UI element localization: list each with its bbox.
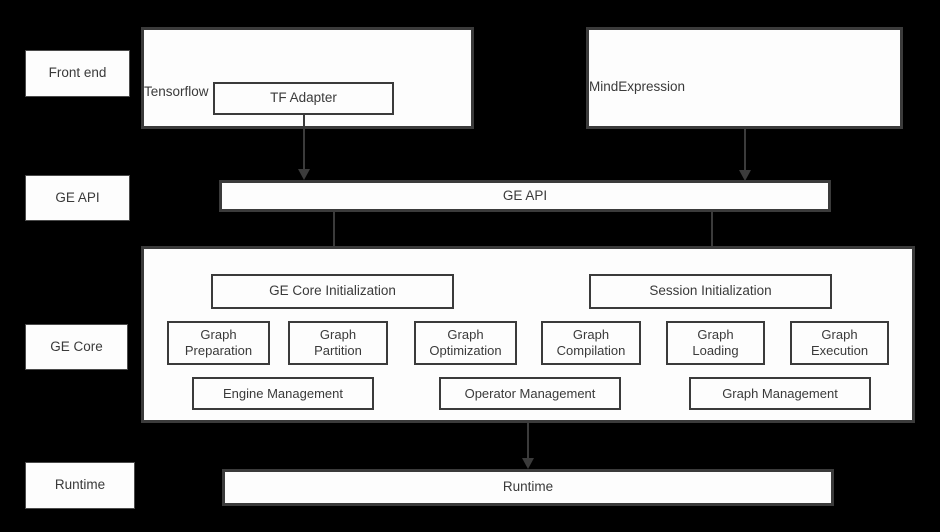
stage-graph-optimization: Graph Optimization: [414, 321, 517, 365]
management-operator-label: Operator Management: [464, 385, 596, 401]
management-graph: Graph Management: [689, 377, 871, 410]
stage-graph-preparation-label: Graph Preparation: [184, 327, 253, 358]
lane-label-front-end-text: Front end: [48, 65, 107, 81]
stage-graph-optimization-label: Graph Optimization: [429, 327, 502, 358]
runtime-label: Runtime: [502, 479, 554, 495]
stage-graph-compilation: Graph Compilation: [541, 321, 641, 365]
stage-graph-compilation-label: Graph Compilation: [556, 327, 626, 358]
stage-graph-partition: Graph Partition: [288, 321, 388, 365]
mindexpression-title: MindExpression: [589, 78, 686, 94]
lane-label-ge-core: GE Core: [25, 324, 128, 370]
ge-core-initialization-box: GE Core Initialization: [211, 274, 454, 309]
lane-label-runtime-text: Runtime: [54, 477, 106, 493]
stage-graph-execution: Graph Execution: [790, 321, 889, 365]
arrow-head: [522, 458, 534, 469]
arrow-tf-adapter-to-ge-api: [298, 115, 310, 180]
stage-graph-loading: Graph Loading: [666, 321, 765, 365]
lane-label-runtime: Runtime: [25, 462, 135, 509]
lane-label-ge-core-text: GE Core: [50, 338, 103, 354]
stage-graph-loading-label: Graph Loading: [692, 327, 739, 358]
lane-label-ge-api: GE API: [25, 175, 130, 221]
arrow-shaft: [527, 423, 529, 458]
tensorflow-title: Tensorflow: [144, 83, 209, 99]
arrow-shaft: [333, 212, 335, 263]
tf-adapter-box: TF Adapter: [213, 82, 394, 115]
arrow-shaft: [711, 212, 713, 263]
management-engine-label: Engine Management: [223, 385, 343, 401]
arrow-head: [298, 169, 310, 180]
management-engine: Engine Management: [192, 377, 374, 410]
lane-label-ge-api-text: GE API: [55, 189, 100, 205]
ge-api-label: GE API: [502, 187, 548, 203]
session-initialization-label: Session Initialization: [649, 283, 772, 299]
arrow-mindexpression-to-ge-api: [739, 129, 751, 181]
arrow-shaft: [303, 115, 305, 169]
ge-core-initialization-label: GE Core Initialization: [269, 283, 396, 299]
ge-api-bar: GE API: [219, 180, 831, 212]
lane-label-front-end: Front end: [25, 50, 130, 97]
arrow-head: [739, 170, 751, 181]
runtime-bar: Runtime: [222, 469, 834, 506]
tf-adapter-label: TF Adapter: [270, 90, 337, 106]
management-graph-label: Graph Management: [722, 385, 838, 401]
stage-graph-partition-label: Graph Partition: [314, 327, 362, 358]
stage-graph-execution-label: Graph Execution: [810, 327, 869, 358]
arrow-shaft: [744, 129, 746, 170]
arrow-ge-core-to-runtime: [522, 423, 534, 469]
session-initialization-box: Session Initialization: [589, 274, 832, 309]
stage-graph-preparation: Graph Preparation: [167, 321, 270, 365]
frontend-mindexpression-panel: MindExpression: [586, 27, 903, 129]
management-operator: Operator Management: [439, 377, 621, 410]
